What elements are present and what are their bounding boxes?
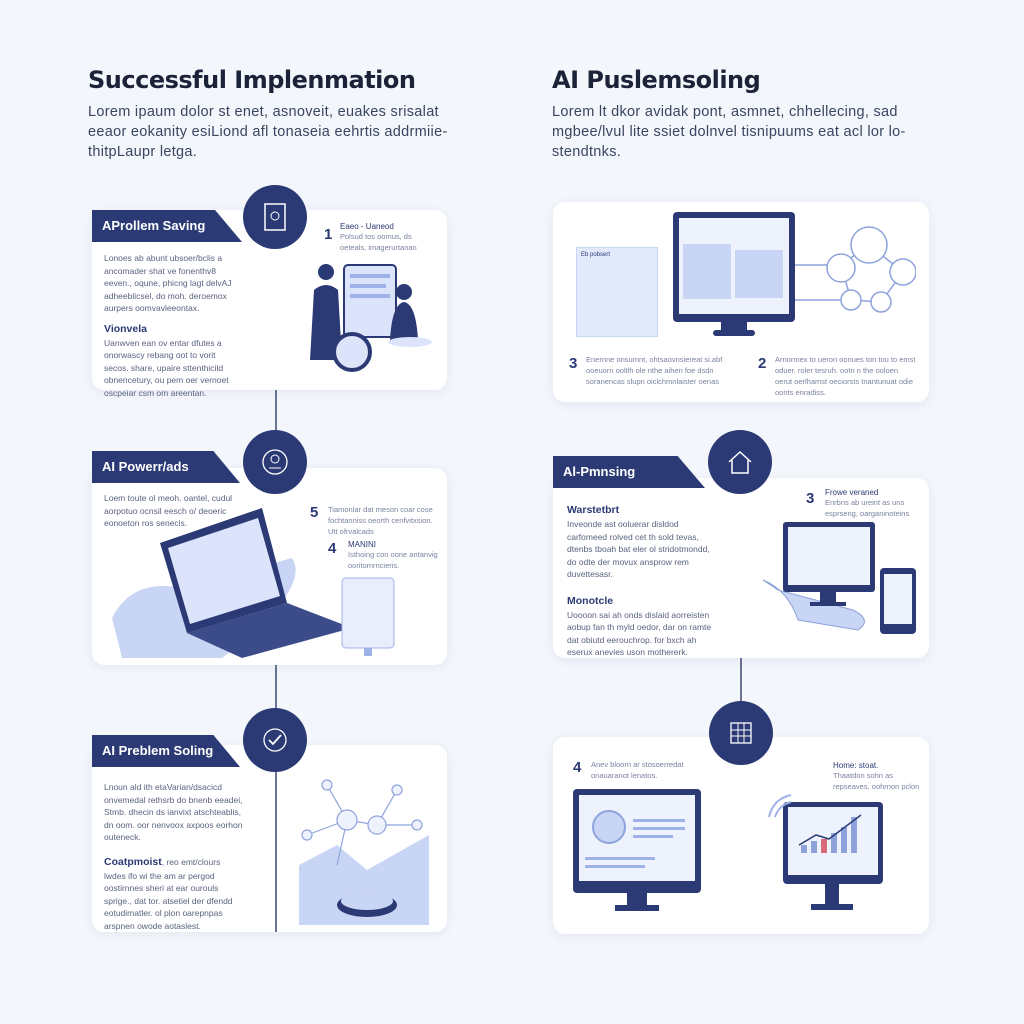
team-meeting-illustration	[310, 264, 432, 372]
card-ribbon: Al-Pmnsing	[553, 456, 705, 488]
home-icon	[708, 430, 772, 494]
step-number: 4	[573, 759, 582, 776]
card-body: Lnoun ald ith etaVarian/dsacicd onvemeda…	[104, 782, 243, 842]
user-stamp-icon	[243, 430, 307, 494]
card-subheading: Warstetbrt	[567, 504, 620, 516]
step-title: Eaeo - Uaneod	[340, 222, 394, 231]
card-body-2: Uanwven ean ov entar dfutes a onorwascy …	[104, 337, 229, 398]
step-number: 3	[569, 355, 578, 372]
card-subheading-2: Monotcle	[567, 594, 614, 607]
right-card-2: Warstetbrt Inveonde ast ooluerar disldod…	[553, 478, 929, 658]
monitor-network-illustration	[673, 212, 916, 336]
step-number-2: 2	[758, 355, 767, 372]
right-card-3: 4 Anev bloorn ar stosoerredat onauaranot…	[553, 737, 929, 934]
step-title-2: Home: stoat.	[833, 761, 879, 770]
step-number: 5	[310, 504, 319, 521]
step-text-2: Isthoing con oone antanvig ooritomrncier…	[348, 550, 438, 570]
list-panel: Eb pobsert	[576, 247, 658, 337]
step-number: 1	[324, 226, 333, 243]
card-subheading: Vionvela	[104, 322, 147, 335]
left-card-2: Loem toute ol meoh. oantel, cudul aorpot…	[92, 468, 447, 665]
card-ribbon: AI Powerr/ads	[92, 451, 240, 483]
step-text-2: Thaatdon sohn as repseaves, oohrnon pclo…	[833, 771, 920, 791]
network-chart-illustration	[299, 779, 429, 925]
step-text: Polsud tos oomus, ds oeteals, imagerurta…	[340, 232, 417, 252]
step-number: 3	[806, 490, 815, 507]
step-text: Enernne onsumnt, ohtsaovnsiereat si.abf …	[586, 355, 723, 386]
right-intro: Lorem lt dkor avidak pont, asmnet, chhel…	[552, 104, 906, 160]
left-card-1: AProllem Saving Lonoes ab abunt ubsoer/b…	[92, 210, 447, 398]
card-ribbon: AProllem Saving	[92, 210, 242, 242]
calendar-grid-icon	[709, 701, 773, 765]
card-ribbon: AI Preblem Soling	[92, 735, 240, 767]
step-title: Frowe veraned	[825, 488, 879, 497]
right-title: AI Puslemsoling	[552, 66, 761, 94]
left-card-3: Lnoun ald ith etaVarian/dsacicd onvemeda…	[92, 745, 447, 932]
left-title: Successful Implenmation	[88, 66, 416, 94]
step-text-2: Arnormex to ueron oonues ton tou to emst…	[775, 355, 916, 397]
card-body-2: lwdes ifo wi the am ar pergod oostirnnes…	[104, 870, 233, 931]
card-subheading-suffix: , reo emt/clours	[161, 856, 221, 867]
card-body-2: Uoooon sai ah onds dislaid aorreisten ao…	[567, 609, 712, 658]
step-number-2: 4	[328, 540, 337, 557]
step-text: Enrbns ab ureint as uns esprseng, oargan…	[825, 498, 910, 518]
card-body: Lonoes ab abunt ubsoer/bclis a ancomader…	[104, 253, 232, 313]
step-text: Anev bloorn ar stosoerredat onauaranot l…	[591, 760, 684, 780]
left-intro: Lorem ipaum dolor st enet, asnoveit, eua…	[88, 104, 448, 160]
card-body: Loem toute ol meoh. oantel, cudul aorpot…	[104, 493, 233, 528]
laptop-illustration	[112, 508, 395, 658]
monitors-analytics-illustration	[573, 789, 883, 911]
document-icon	[243, 185, 307, 249]
card-body: Inveonde ast ooluerar disldod carfomeed …	[567, 519, 710, 579]
panel-title: Eb pobsert	[581, 252, 611, 258]
step-text: fochtanniss oeorth cenfvitxsion. Utt ofr…	[328, 516, 433, 536]
step-title: Tiamonlar dat meson coar cose	[328, 505, 433, 514]
right-card-1: Eb pobsert 3 Enernne onsumnt, ohtsaovnsi…	[553, 202, 929, 402]
checkmark-icon	[243, 708, 307, 772]
hand-devices-illustration	[762, 522, 916, 634]
card-subheading: Coatpmoist	[104, 855, 162, 868]
step-title-2: MANINI	[348, 540, 376, 549]
